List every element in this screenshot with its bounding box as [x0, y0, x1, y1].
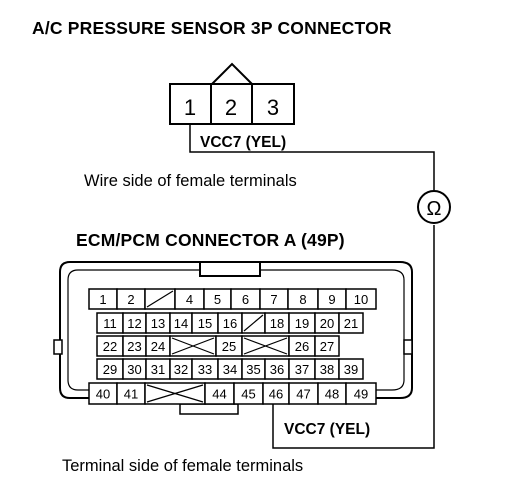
terminal-label: 26 [295, 339, 309, 354]
ecm-bottom-key [179, 403, 239, 415]
terminal-label: 4 [186, 292, 193, 307]
terminal-label: 29 [103, 362, 117, 377]
terminal-cell [314, 335, 340, 357]
terminal-label: 16 [223, 316, 237, 331]
bottom-wire-label: VCC7 (YEL) [284, 421, 371, 438]
terminal-label: 27 [320, 339, 334, 354]
terminal-label: 49 [354, 387, 368, 402]
terminal-label: 7 [270, 292, 277, 307]
ecm-connector [53, 261, 413, 415]
ohmmeter-symbol [417, 190, 451, 224]
terminal-label: 11 [103, 316, 117, 331]
test-lead-wire [189, 124, 435, 449]
terminal-cell [345, 382, 377, 405]
terminal-label: 41 [124, 387, 138, 402]
terminal-label: 39 [344, 362, 358, 377]
sensor-connector-body [169, 83, 295, 125]
terminal-label: 8 [299, 292, 306, 307]
ecm-housing-inner [67, 269, 405, 391]
terminal-label: 47 [296, 387, 310, 402]
blank-cell-slash [146, 290, 174, 308]
terminal-cell [338, 312, 364, 334]
terminal-label: 9 [328, 292, 335, 307]
terminal-label: 31 [151, 362, 165, 377]
terminal-label: 21 [344, 316, 358, 331]
terminal-cell [345, 288, 377, 310]
ohm-icon: Ω [427, 198, 442, 220]
bottom-connector-title: ECM/PCM CONNECTOR A (49P) [76, 230, 345, 250]
terminal-label: 6 [242, 292, 249, 307]
terminal-cell [338, 358, 364, 380]
blank-cell-slash [243, 337, 288, 355]
terminal-label: 15 [198, 316, 212, 331]
terminal-label: 36 [270, 362, 284, 377]
terminal-label: 24 [151, 339, 165, 354]
connector-key-tab [211, 62, 253, 85]
terminal-label: 20 [320, 316, 334, 331]
terminal-label: 46 [269, 387, 283, 402]
blank-cell-slash [171, 337, 215, 355]
terminal-label: 18 [270, 316, 284, 331]
bottom-connector-caption: Terminal side of female terminals [62, 457, 304, 475]
terminal-label: 38 [320, 362, 334, 377]
terminal-label: 45 [241, 387, 255, 402]
terminal-label: 44 [212, 387, 226, 402]
ecm-latch [199, 261, 261, 277]
terminal-label: 1 [99, 292, 106, 307]
terminal-label: 34 [223, 362, 237, 377]
top-connector-title: A/C PRESSURE SENSOR 3P CONNECTOR [32, 18, 392, 38]
terminal-label: 14 [174, 316, 188, 331]
terminal-label: 30 [127, 362, 141, 377]
terminal-label: 37 [295, 362, 309, 377]
terminal-label: 32 [174, 362, 188, 377]
top-wire-label: VCC7 (YEL) [200, 134, 287, 151]
terminal-label: 25 [222, 339, 236, 354]
blank-cell-slash [243, 314, 264, 332]
terminal-label: 5 [214, 292, 221, 307]
terminal-label: 10 [354, 292, 368, 307]
terminal-label: 13 [151, 316, 165, 331]
sensor-pin-2: 2 [225, 95, 237, 120]
terminal-label: 12 [127, 316, 141, 331]
terminal-label: 35 [246, 362, 260, 377]
ecm-left-tab [53, 339, 63, 355]
sensor-pin-3: 3 [267, 95, 279, 120]
ecm-housing-outer [59, 261, 413, 399]
terminal-label: 48 [325, 387, 339, 402]
top-connector-caption: Wire side of female terminals [84, 172, 297, 190]
blank-cell-slash [146, 384, 204, 403]
terminal-label: 23 [127, 339, 141, 354]
terminal-label: 22 [103, 339, 117, 354]
terminal-label: 2 [127, 292, 134, 307]
terminal-label: 33 [198, 362, 212, 377]
ecm-right-tab [403, 339, 413, 355]
terminal-label: 40 [96, 387, 110, 402]
sensor-pin-1: 1 [184, 95, 196, 120]
terminal-label: 19 [295, 316, 309, 331]
sensor-connector [169, 62, 295, 125]
